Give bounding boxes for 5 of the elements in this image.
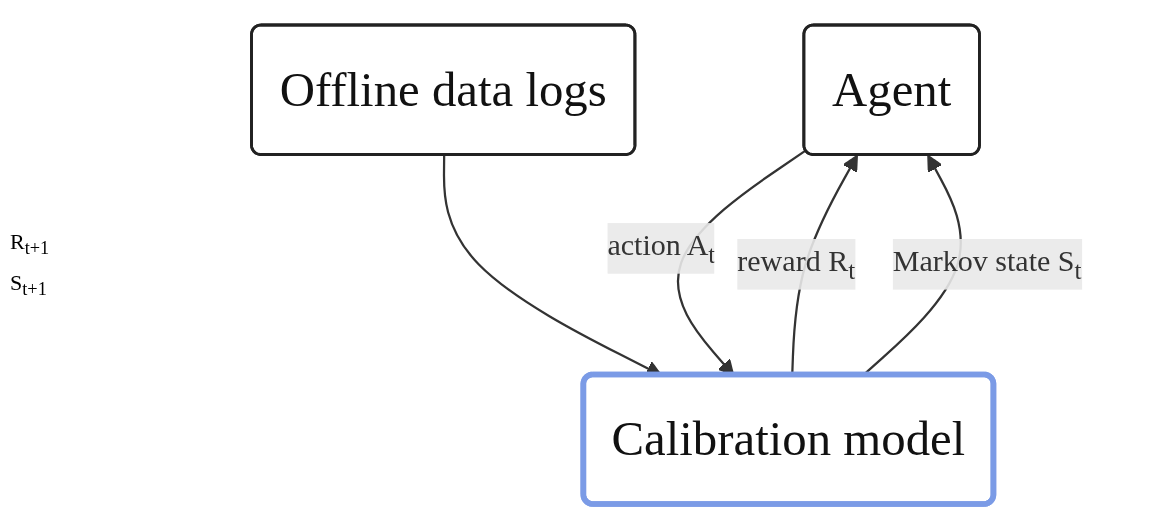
edge-label: reward R$_{t}$ — [737, 244, 856, 285]
subscript-label: S$_{t+1}$ — [10, 269, 48, 300]
edge-label: Markov state S$_{t}$ — [892, 244, 1082, 285]
edge-label: action A$_{t}$ — [607, 228, 716, 269]
subscript-label: R$_{t+1}$ — [10, 229, 51, 260]
